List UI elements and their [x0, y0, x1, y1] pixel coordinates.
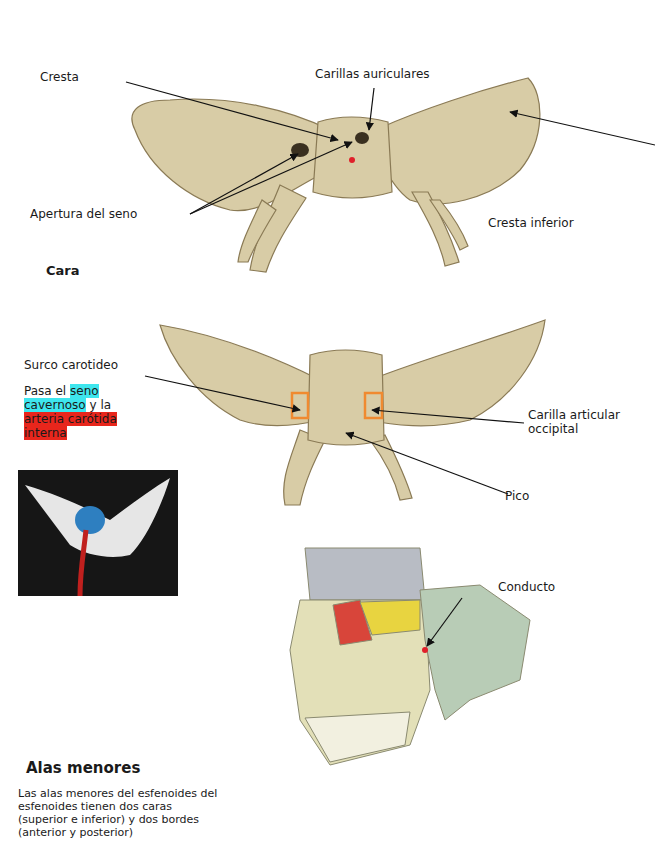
greater-wing — [370, 320, 545, 426]
marker-dot — [422, 647, 428, 653]
sphenoid-anterior — [132, 78, 540, 272]
pterygoid-process — [430, 200, 468, 250]
carotid-artery — [80, 530, 86, 596]
part-label: Cresta inferior — [488, 216, 574, 230]
note-text: y la — [90, 398, 112, 412]
note-block: Pasa el seno cavernoso y la arteria caró… — [24, 384, 136, 440]
sinus-region — [360, 600, 420, 635]
pterygoid-process — [238, 200, 276, 262]
section-heading: Cara — [46, 264, 80, 278]
part-label: Carilla articular occipital — [528, 408, 648, 436]
photo-inset — [18, 470, 178, 596]
skull-vault — [305, 548, 425, 600]
skull-lateral — [290, 548, 530, 765]
part-label: Carillas auriculares — [315, 67, 430, 81]
bone-photo — [25, 478, 170, 557]
leader-line — [372, 410, 524, 423]
leader-lines — [126, 82, 655, 646]
leader-line — [145, 376, 300, 410]
leader-line — [190, 154, 298, 214]
cavernous-sinus — [75, 506, 105, 534]
leader-line — [190, 142, 352, 214]
part-label: Surco carotideo — [24, 358, 118, 372]
note-text: Pasa el — [24, 384, 66, 398]
part-label: Pico — [505, 489, 529, 503]
sinus-opening — [355, 132, 369, 144]
part-label: Conducto — [498, 580, 555, 594]
leader-line — [427, 598, 462, 646]
highlight-box — [292, 393, 308, 418]
sphenoid-posterior — [160, 320, 545, 505]
leader-line — [346, 433, 508, 494]
greater-wing — [380, 78, 540, 204]
part-label: Cresta — [40, 70, 79, 84]
greater-wing — [160, 325, 320, 426]
sphenoid-region — [420, 585, 530, 720]
sphenoid-body — [313, 117, 392, 198]
section-heading: Alas menores — [26, 759, 140, 777]
sinus-opening — [291, 143, 309, 157]
leader-line — [126, 82, 338, 140]
photo-background — [18, 470, 178, 596]
greater-wing — [132, 99, 330, 211]
maxilla — [290, 600, 430, 765]
sphenoid-body — [308, 350, 384, 445]
marker-dot — [349, 157, 355, 163]
teeth — [305, 712, 410, 762]
part-label: Las alas menores del esfenoides del esfe… — [18, 787, 223, 839]
part-label: Apertura del seno — [30, 207, 137, 221]
leader-line — [369, 88, 374, 130]
highlighted-term: arteria carótida interna — [24, 412, 117, 440]
highlight-box — [365, 393, 382, 418]
leader-line — [510, 112, 655, 145]
